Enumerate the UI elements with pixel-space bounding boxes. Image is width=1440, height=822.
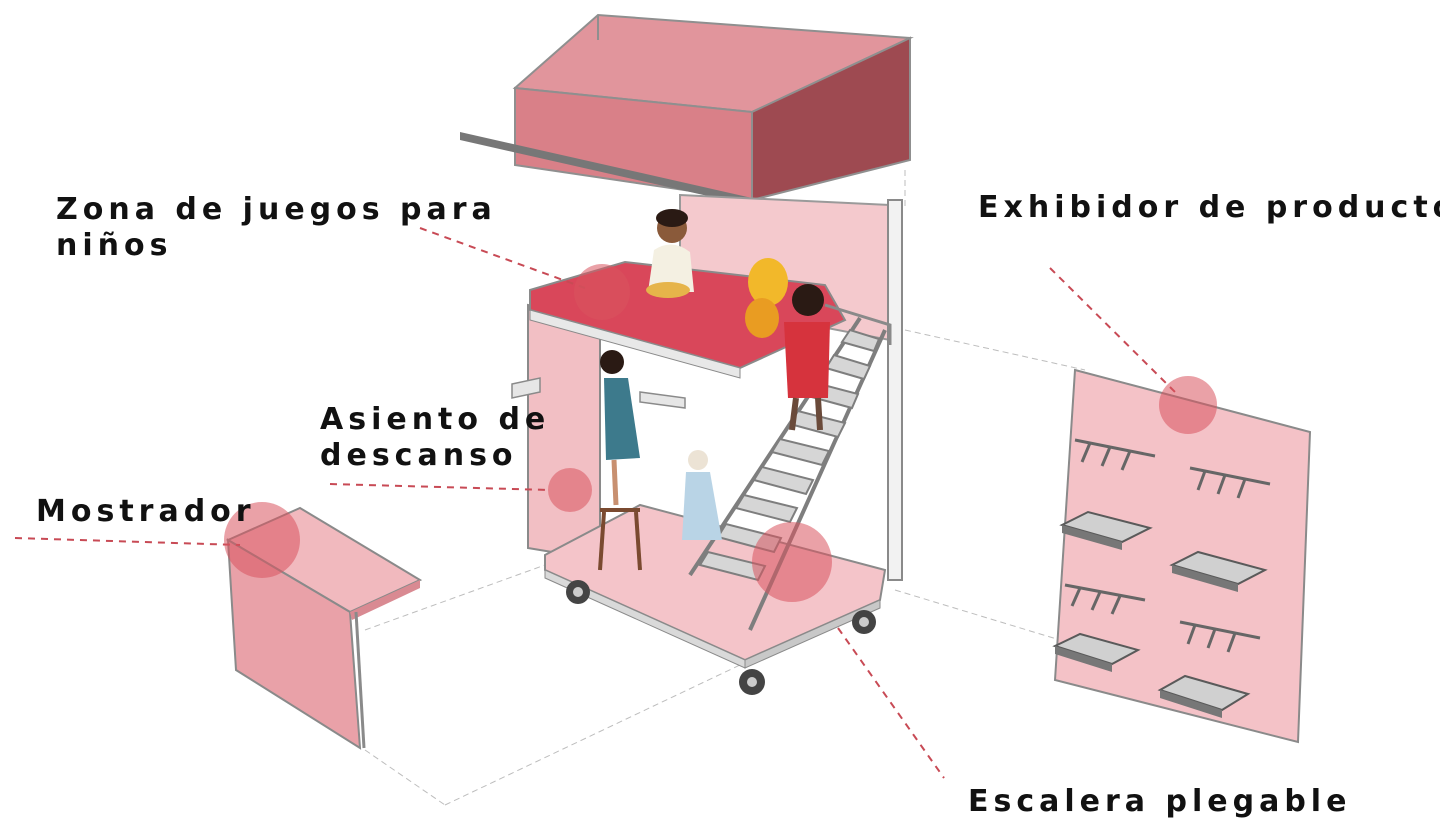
- wheel-icon: [566, 580, 590, 604]
- label-counter: Mostrador: [36, 494, 256, 529]
- child-figure-icon: [682, 450, 722, 540]
- children-figures: [598, 209, 830, 571]
- stool: [598, 508, 642, 571]
- shelf-tray-icon: [1169, 550, 1268, 592]
- kiosk-body: [511, 193, 903, 669]
- shelf-tray-icon: [1157, 674, 1251, 718]
- label-folding-ladder: Escalera plegable: [968, 784, 1352, 819]
- label-play-zone-line2: niños: [56, 228, 173, 263]
- child-figure-icon: [646, 209, 694, 298]
- child-figure-icon: [784, 284, 830, 431]
- label-rest-seat-line1: Asiento de: [320, 402, 551, 437]
- label-product-display: Exhibidor de productos: [978, 190, 1440, 225]
- product-display-board: [1052, 368, 1312, 744]
- hook-rack-icon: [1179, 620, 1261, 653]
- balloon-icon: [745, 258, 788, 338]
- marker-play-zone: [574, 264, 630, 320]
- marker-rest-seat: [548, 468, 592, 512]
- label-play-zone: Zona de juegos para niños: [56, 192, 497, 264]
- wheel-icon-group: [566, 580, 876, 695]
- hook-rack-icon: [1189, 466, 1271, 499]
- label-rest-seat: Asiento de descanso: [320, 402, 550, 474]
- label-rest-seat-line2: descanso: [320, 438, 518, 473]
- wheel-icon: [739, 669, 765, 695]
- hook-rack-icon: [1064, 583, 1146, 615]
- marker-counter: [224, 502, 300, 578]
- shelf-tray-icon: [1052, 632, 1141, 672]
- label-play-zone-line1: Zona de juegos para: [56, 192, 497, 227]
- wheel-icon: [852, 610, 876, 634]
- leader-lines: [14, 227, 1176, 779]
- marker-display: [1159, 376, 1217, 434]
- roof-canopy-icon: [460, 13, 914, 206]
- hook-rack-icon: [1074, 438, 1156, 471]
- construction-guides: [364, 170, 1086, 806]
- shelf-tray-icon: [1059, 510, 1153, 550]
- highlight-markers: [224, 264, 1217, 602]
- marker-ladder: [752, 522, 832, 602]
- child-figure-icon: [600, 350, 640, 506]
